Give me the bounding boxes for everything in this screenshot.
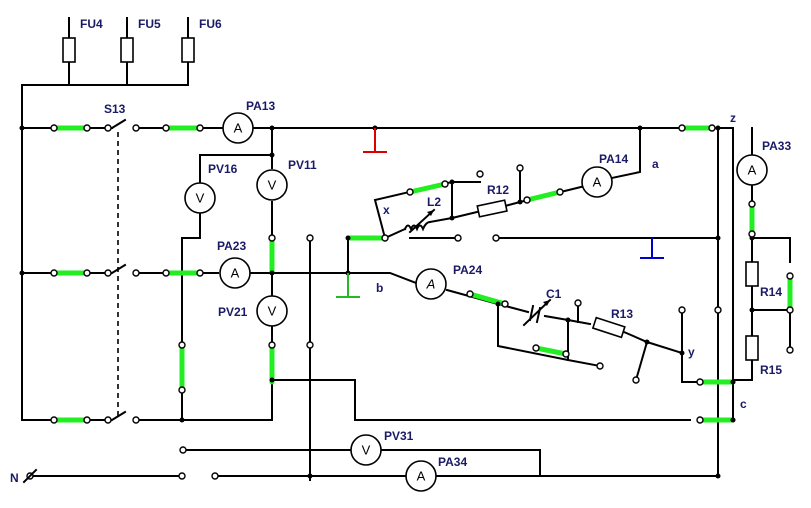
label-node-z: z — [730, 111, 736, 125]
label-pa13: PA13 — [246, 99, 275, 113]
label-pv16: PV16 — [208, 162, 238, 176]
svg-text:A: A — [234, 121, 243, 136]
resistor-r13 — [591, 316, 626, 339]
fuse-fu4 — [62, 37, 76, 63]
label-pa14: PA14 — [599, 152, 628, 166]
fuse-fu5 — [120, 37, 134, 63]
ammeter-pa13: A — [222, 112, 254, 144]
ammeter-pa33: A — [736, 154, 768, 186]
label-r15: R15 — [760, 363, 782, 377]
svg-text:A: A — [426, 277, 436, 292]
ammeter-pa23: A — [219, 257, 251, 289]
label-fu6: FU6 — [199, 17, 222, 31]
svg-text:A: A — [748, 163, 757, 178]
ammeter-pa14: A — [581, 166, 613, 198]
resistor-r15 — [745, 335, 759, 361]
resistor-r14 — [745, 261, 759, 287]
ground-markers — [336, 128, 664, 298]
label-r14: R14 — [760, 285, 782, 299]
svg-text:V: V — [362, 443, 371, 458]
label-r12: R12 — [487, 183, 509, 197]
inductor-l2 — [403, 208, 436, 234]
voltmeter-pv21: V — [256, 295, 288, 327]
label-pa34: PA34 — [438, 455, 467, 469]
svg-text:A: A — [417, 469, 426, 484]
fuses — [62, 37, 195, 63]
label-fu4: FU4 — [80, 17, 103, 31]
label-s13: S13 — [104, 102, 126, 116]
label-node-n: N — [10, 471, 19, 485]
wires — [21, 17, 791, 481]
resistors — [476, 199, 759, 361]
label-node-a: a — [652, 157, 659, 171]
ground-green — [336, 273, 360, 298]
labels: FU4 FU5 FU6 S13 PA13 PV16 PV11 PA23 PV21… — [10, 17, 791, 485]
voltmeter-pv31: V — [350, 434, 382, 466]
svg-text:A: A — [231, 266, 240, 281]
ammeter-pa24: A — [415, 268, 447, 300]
label-node-b: b — [376, 281, 383, 295]
label-node-y: y — [688, 345, 695, 359]
meters: A A A A A A V V — [184, 112, 768, 492]
capacitor-c1 — [522, 298, 552, 327]
ammeter-pa34: A — [405, 460, 437, 492]
svg-text:V: V — [268, 304, 277, 319]
label-pa23: PA23 — [217, 239, 246, 253]
label-l2: L2 — [427, 195, 441, 209]
label-pv21: PV21 — [218, 305, 248, 319]
label-pv31: PV31 — [384, 429, 414, 443]
label-pa33: PA33 — [762, 139, 791, 153]
label-node-c: c — [740, 397, 747, 411]
label-pv11: PV11 — [288, 158, 317, 172]
label-node-x: x — [383, 203, 390, 217]
terminals[interactable] — [26, 124, 794, 480]
svg-text:A: A — [593, 175, 602, 190]
resistor-r12 — [476, 199, 508, 218]
label-c1: C1 — [546, 287, 562, 301]
label-r13: R13 — [611, 307, 633, 321]
ground-blue — [640, 238, 664, 259]
voltmeter-pv11: V — [256, 169, 288, 201]
fuse-fu6 — [181, 37, 195, 63]
svg-text:V: V — [196, 191, 205, 206]
label-fu5: FU5 — [138, 17, 161, 31]
ground-red — [363, 128, 387, 153]
jumpers — [51, 125, 793, 423]
junctions — [19, 125, 755, 479]
label-pa24: PA24 — [453, 263, 482, 277]
voltmeter-pv16: V — [184, 182, 216, 214]
n-switch-blade — [22, 468, 38, 484]
svg-text:V: V — [268, 178, 277, 193]
